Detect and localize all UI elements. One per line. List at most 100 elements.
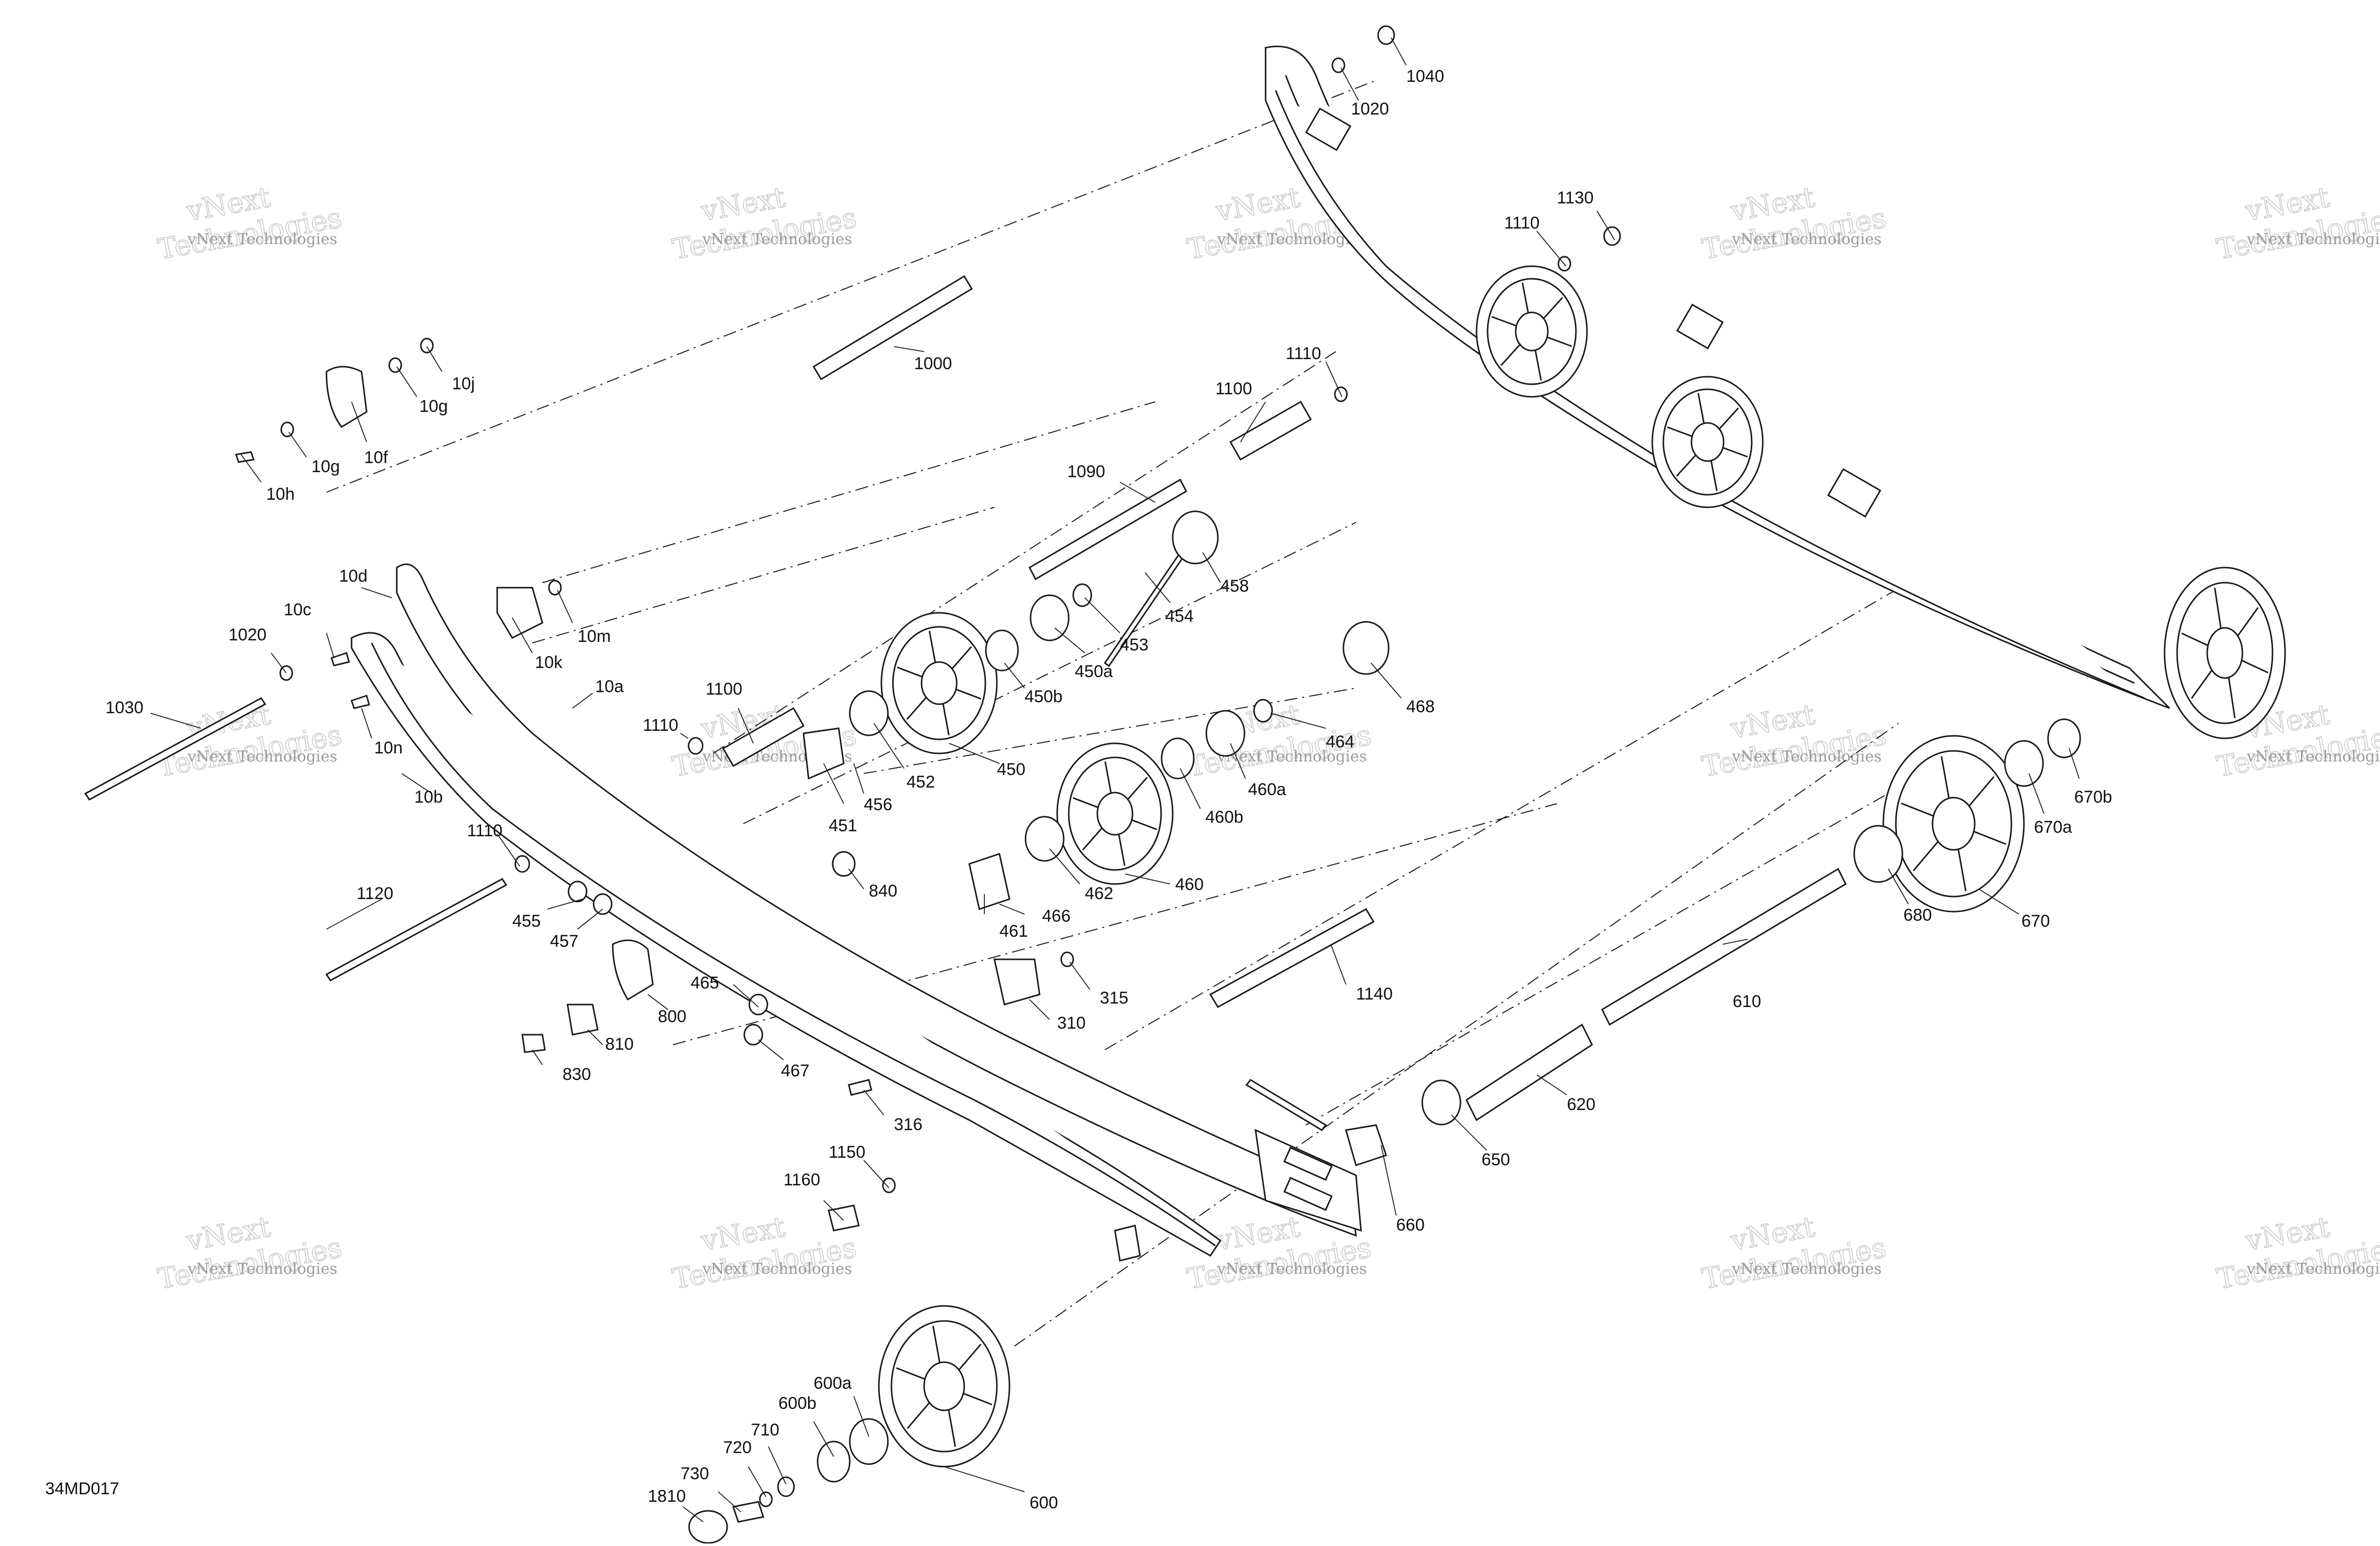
- washer-468: [1342, 621, 1390, 675]
- wheel-spoke: [958, 1344, 982, 1371]
- tube-1140: [1209, 908, 1375, 1009]
- washer-650: [1421, 1079, 1461, 1126]
- ring-450b: [985, 629, 1019, 672]
- label-1000: 1000: [914, 354, 952, 373]
- label-10m: 10m: [578, 627, 611, 646]
- label-460b: 460b: [1205, 808, 1243, 827]
- label-1130: 1130: [1557, 188, 1594, 207]
- label-1020-left: 1020: [229, 625, 267, 644]
- bearing-460a: [1205, 710, 1245, 757]
- wheel-spoke: [1697, 393, 1705, 424]
- wheel-spoke: [942, 703, 950, 736]
- bolt-730: [732, 1501, 764, 1523]
- label-1110-top: 1110: [1504, 213, 1540, 233]
- watermark-line: vNext Technologies: [187, 231, 337, 248]
- label-600: 600: [1030, 1493, 1058, 1512]
- label-468: 468: [1406, 697, 1435, 716]
- shafts: [84, 275, 1847, 1122]
- shaft-1090: [1029, 478, 1187, 581]
- bolt-660: [1245, 1079, 1327, 1131]
- leader-lines: [150, 37, 2080, 1522]
- tube-1100: [1229, 400, 1312, 461]
- label-10f: 10f: [364, 448, 388, 467]
- nut-457: [593, 893, 613, 915]
- watermark-line: vNext Technologies: [187, 1260, 337, 1278]
- front-rail-assembly: [351, 563, 1362, 1257]
- watermark-line: vNext Technologies: [187, 748, 337, 765]
- clip-bottom: [1114, 1225, 1141, 1262]
- idler-wheel-450: [880, 612, 998, 754]
- wheel-spoke: [1547, 336, 1572, 347]
- wheel-spoke: [896, 667, 923, 678]
- label-670a: 670a: [2034, 818, 2072, 837]
- wheel-spoke: [1118, 834, 1125, 866]
- wheel-spoke: [1082, 827, 1103, 851]
- label-454: 454: [1165, 607, 1194, 626]
- bracket-461: [968, 853, 1010, 910]
- label-458: 458: [1220, 577, 1249, 596]
- label-1120: 1120: [357, 884, 393, 903]
- label-1020: 1020: [1351, 99, 1389, 119]
- wheel-spoke: [1941, 756, 1950, 799]
- label-453: 453: [1120, 635, 1149, 654]
- wheel-spoke: [955, 689, 982, 700]
- bearing-450a: [1030, 594, 1070, 641]
- wheel-spoke: [1676, 454, 1696, 477]
- label-450b: 450b: [1025, 687, 1063, 706]
- bolt-316: [848, 1079, 872, 1096]
- label-1110-left: 1110: [643, 716, 678, 735]
- shaft-1000: [812, 275, 973, 381]
- label-1110-lower: 1110: [467, 821, 503, 840]
- wheel-spoke: [1543, 297, 1563, 319]
- label-730: 730: [681, 1464, 709, 1483]
- wheel-spoke: [1710, 460, 1718, 491]
- wheel-spoke: [1973, 830, 2006, 845]
- label-451: 451: [829, 816, 857, 835]
- washer-458: [1172, 510, 1219, 565]
- label-464: 464: [1326, 732, 1354, 751]
- label-1160: 1160: [783, 1170, 820, 1189]
- label-10h: 10h: [266, 485, 295, 504]
- nut-1040: [1377, 25, 1395, 45]
- wheel-spoke: [1901, 802, 1934, 817]
- watermark-line: vNext Technologies: [702, 231, 852, 248]
- part-number-labels: 1040 1020 1130 1110 1110 1100 1090 1000 …: [45, 67, 2112, 1512]
- label-316: 316: [894, 1115, 923, 1134]
- label-670b: 670b: [2074, 788, 2112, 807]
- bolt-10c: [330, 652, 350, 667]
- washer-10m: [548, 580, 562, 596]
- bearing-670a: [2004, 740, 2044, 787]
- label-450a: 450a: [1075, 662, 1113, 681]
- label-315: 315: [1100, 988, 1128, 1008]
- label-466: 466: [1042, 907, 1071, 926]
- ring-670b: [2047, 718, 2081, 758]
- label-461: 461: [999, 922, 1028, 941]
- label-10k: 10k: [535, 653, 563, 672]
- label-462: 462: [1085, 884, 1113, 903]
- label-600a: 600a: [814, 1374, 852, 1393]
- label-670: 670: [2021, 912, 2050, 931]
- nut-464: [1253, 699, 1273, 723]
- wheel-spoke: [929, 630, 936, 663]
- block-310: [993, 958, 1041, 1006]
- label-830: 830: [562, 1065, 591, 1084]
- wheel-spoke: [896, 1367, 926, 1380]
- wheel-spoke: [951, 646, 972, 670]
- rail-wheel-middle: [1651, 376, 1764, 508]
- bolt-1030: [84, 697, 267, 801]
- label-457: 457: [550, 932, 579, 951]
- cap-10f: [325, 366, 368, 428]
- assembly-axis-lines: [326, 80, 1959, 1347]
- wheel-spoke: [2237, 607, 2259, 636]
- washer-1110c: [688, 737, 704, 755]
- label-650: 650: [1482, 1150, 1510, 1169]
- label-1090: 1090: [1067, 462, 1105, 481]
- watermark-line: vNext Technologies: [1217, 1260, 1367, 1278]
- label-710: 710: [751, 1420, 779, 1440]
- bushing-810: [566, 1004, 599, 1036]
- wheel-spoke: [932, 1326, 941, 1363]
- bearing-600a: [849, 1418, 889, 1465]
- nut-453: [1072, 583, 1092, 607]
